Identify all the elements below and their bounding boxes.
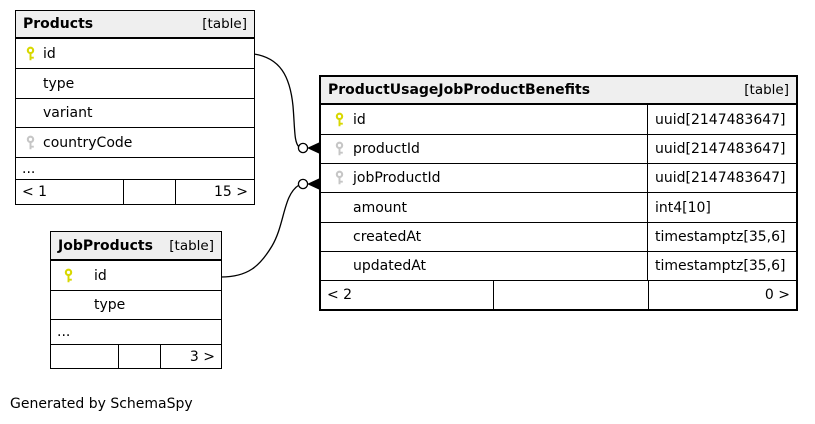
table-name: JobProducts: [58, 237, 153, 254]
column-row: countryCode: [16, 128, 254, 158]
column-name: id: [353, 111, 366, 128]
ellipsis-text: ...: [57, 324, 71, 340]
table-type-badge: [table]: [744, 82, 789, 98]
table-header[interactable]: Products [table]: [16, 11, 254, 39]
column-type: uuid[2147483647]: [647, 105, 796, 134]
column-row: productId uuid[2147483647]: [321, 135, 796, 164]
table-footer: < 1 15 >: [16, 180, 254, 204]
table-name: ProductUsageJobProductBenefits: [328, 82, 591, 98]
related-count-left: < 2: [321, 281, 494, 309]
column-name: updatedAt: [353, 258, 427, 274]
column-row: id: [16, 39, 254, 69]
column-name: id: [94, 267, 107, 284]
column-row: updatedAt timestamptz[35,6]: [321, 252, 796, 281]
column-row: variant: [16, 99, 254, 128]
table-name: Products: [23, 16, 94, 32]
more-columns-ellipsis: ...: [51, 320, 221, 345]
related-count-right: 15 >: [214, 184, 248, 200]
column-row: id uuid[2147483647]: [321, 105, 796, 135]
foreign-key-icon: [335, 141, 344, 156]
primary-key-icon: [26, 46, 35, 60]
related-count-right: 0 >: [764, 287, 790, 303]
primary-key-icon: [335, 112, 344, 126]
column-row: type: [16, 69, 254, 99]
ellipsis-text: ...: [22, 160, 36, 177]
related-count-left: [51, 345, 119, 368]
column-name: id: [43, 45, 56, 62]
table-type-badge: [table]: [202, 16, 247, 32]
relationship-jobproducts-jobproductid: [220, 178, 320, 278]
column-type: timestamptz[35,6]: [647, 252, 796, 280]
table-type-badge: [table]: [169, 237, 214, 254]
schemaspy-attribution: Generated by SchemaSpy: [10, 396, 193, 412]
column-name: variant: [43, 105, 93, 121]
footer-middle-cell: [119, 345, 161, 368]
table-footer: 3 >: [51, 345, 221, 368]
footer-middle-cell: [494, 281, 649, 309]
primary-key-icon: [64, 268, 73, 282]
column-row: type: [51, 291, 221, 320]
column-type: int4[10]: [647, 193, 796, 222]
column-name: jobProductId: [353, 170, 441, 186]
table-node-products[interactable]: Products [table] id type variant country…: [15, 10, 255, 205]
column-name: productId: [353, 141, 420, 157]
column-name: type: [94, 297, 126, 313]
column-row: jobProductId uuid[2147483647]: [321, 164, 796, 193]
column-type: timestamptz[35,6]: [647, 223, 796, 251]
related-count-left: < 1: [16, 180, 124, 204]
related-count-right: 3 >: [189, 348, 215, 365]
column-row: createdAt timestamptz[35,6]: [321, 223, 796, 252]
table-node-jobproducts[interactable]: JobProducts [table] id type ... 3 >: [50, 231, 222, 369]
column-type: uuid[2147483647]: [647, 135, 796, 163]
foreign-key-icon: [26, 135, 35, 149]
table-footer: < 2 0 >: [321, 281, 796, 309]
footer-middle-cell: [124, 180, 176, 204]
relationship-products-productid: [253, 53, 320, 154]
column-row: id: [51, 261, 221, 291]
table-header[interactable]: JobProducts [table]: [51, 232, 221, 261]
table-header[interactable]: ProductUsageJobProductBenefits [table]: [321, 77, 796, 105]
column-type: uuid[2147483647]: [647, 164, 796, 192]
column-name: countryCode: [43, 134, 133, 151]
column-name: type: [43, 75, 75, 92]
foreign-key-icon: [335, 170, 344, 185]
table-node-productusagejobproductbenefits[interactable]: ProductUsageJobProductBenefits [table] i…: [319, 75, 798, 311]
more-columns-ellipsis: ...: [16, 158, 254, 180]
column-row: amount int4[10]: [321, 193, 796, 223]
column-name: createdAt: [353, 229, 422, 245]
column-name: amount: [353, 199, 408, 216]
